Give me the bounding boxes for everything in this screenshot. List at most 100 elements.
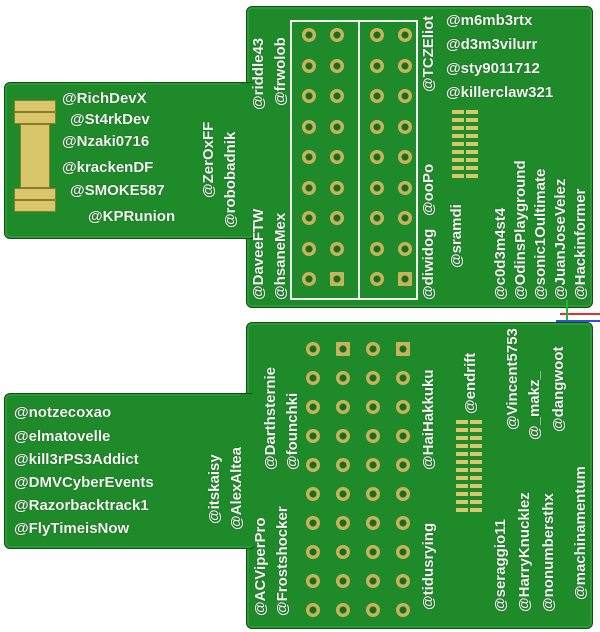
smd-pin [452, 174, 464, 178]
smd-pin [470, 452, 482, 456]
smd-pin [452, 142, 464, 146]
contributor-name: @DaveeFTW [250, 208, 267, 300]
header-pin [370, 28, 384, 42]
header-pin [366, 487, 380, 501]
contributor-name: @seraggio11 [492, 518, 509, 612]
header-pin [366, 429, 380, 443]
header-pin [366, 371, 380, 385]
header-pin [302, 89, 316, 103]
header-pin [306, 545, 320, 559]
header-pin [330, 150, 344, 164]
smd-pin [470, 420, 482, 424]
smd-pin [456, 468, 468, 472]
header-pin [370, 180, 384, 195]
header-pin [398, 180, 412, 195]
contributor-name: @JuanJoseVelez [552, 178, 569, 300]
header-pin [370, 241, 384, 256]
smd-pin [466, 142, 478, 146]
smd-pin [456, 484, 468, 488]
header-pin [306, 516, 320, 530]
smd-pin [470, 476, 482, 480]
smd-pin [466, 174, 478, 178]
header-pin [306, 429, 320, 443]
header-pin [370, 89, 384, 103]
header-pin [396, 516, 410, 530]
contributor-name: @St4rkDev [70, 111, 150, 128]
contributor-name: @FlyTimeisNow [14, 520, 130, 537]
contributor-name: @ACViperPro [252, 517, 269, 616]
header-pin [336, 545, 350, 559]
header-pin [366, 342, 380, 356]
header-pin [336, 458, 350, 472]
contributor-name: @riddle43 [250, 37, 267, 110]
header-pin [366, 516, 380, 530]
header-pin [302, 150, 316, 164]
header-pin [302, 211, 316, 225]
contributor-name: @RichDevX [62, 90, 147, 107]
header-pin [302, 28, 316, 42]
header-pin [306, 458, 320, 472]
header-pin [398, 211, 412, 225]
contributor-name: @tidusrying [420, 522, 437, 610]
contributor-name: @Vincent5753 [504, 328, 521, 430]
smd-pin [456, 460, 468, 464]
header-pin [396, 487, 410, 501]
header-pin [398, 272, 412, 286]
header-pin [366, 458, 380, 472]
smd-pin [452, 126, 464, 130]
contributor-name: @ZerOxFF [200, 121, 217, 198]
smd-pin [456, 500, 468, 504]
header-pin [398, 58, 412, 73]
header-pin [370, 211, 384, 225]
smd-pin [456, 428, 468, 432]
header-pin [306, 487, 320, 501]
contributor-name: @sonic1Oultimate [532, 168, 549, 300]
contributor-name: @elmatovelle [14, 428, 111, 445]
header-pin [370, 58, 384, 73]
header-pin [330, 211, 344, 225]
header-pin [370, 150, 384, 164]
smd-pin [452, 134, 464, 138]
contributor-name: @OdinsPlayground [512, 160, 529, 300]
bottom-pcb [246, 322, 593, 629]
smd-pin [452, 110, 464, 114]
contributor-name: @krackenDF [62, 159, 154, 176]
smd-pin [452, 118, 464, 122]
contributor-name: @robobadnik [222, 131, 239, 228]
header-pin [302, 58, 316, 73]
contributor-name: @_makz_ [526, 371, 543, 440]
header-pin [396, 545, 410, 559]
contributor-name: @DMVCyberEvents [14, 474, 154, 491]
header-pin [398, 241, 412, 256]
header-pin [366, 603, 380, 617]
contributor-name: @frwolob [272, 37, 289, 106]
header-pin [302, 241, 316, 256]
header-pin [330, 180, 344, 195]
header-pin [306, 574, 320, 588]
smd-pin [470, 508, 482, 512]
smd-pin [470, 460, 482, 464]
smd-pin [466, 158, 478, 162]
smd-pin [466, 126, 478, 130]
bottom-pcb-wing [4, 393, 256, 549]
smd-pin [470, 484, 482, 488]
smd-pin [452, 166, 464, 170]
contributor-name: @c0d3m4st4 [492, 207, 509, 300]
smd-pin [466, 166, 478, 170]
smd-pin [470, 492, 482, 496]
smd-pin [456, 492, 468, 496]
smd-pin [470, 500, 482, 504]
header-pin [396, 603, 410, 617]
smd-pin [456, 436, 468, 440]
contributor-name: @machinamentum [572, 466, 589, 600]
contributor-name: @ooPo [420, 163, 437, 216]
contributor-name: @Razorbacktrack1 [14, 497, 149, 514]
header-pin [396, 574, 410, 588]
contributor-name: @nonumbersthx [540, 493, 557, 612]
bottom-pcb-joint [240, 394, 260, 546]
contributor-name: @m6mb3rtx [446, 12, 533, 29]
smd-pin [466, 110, 478, 114]
header-pin [330, 89, 344, 103]
contributor-name: @sramdi [448, 204, 465, 268]
header-pin [398, 150, 412, 164]
